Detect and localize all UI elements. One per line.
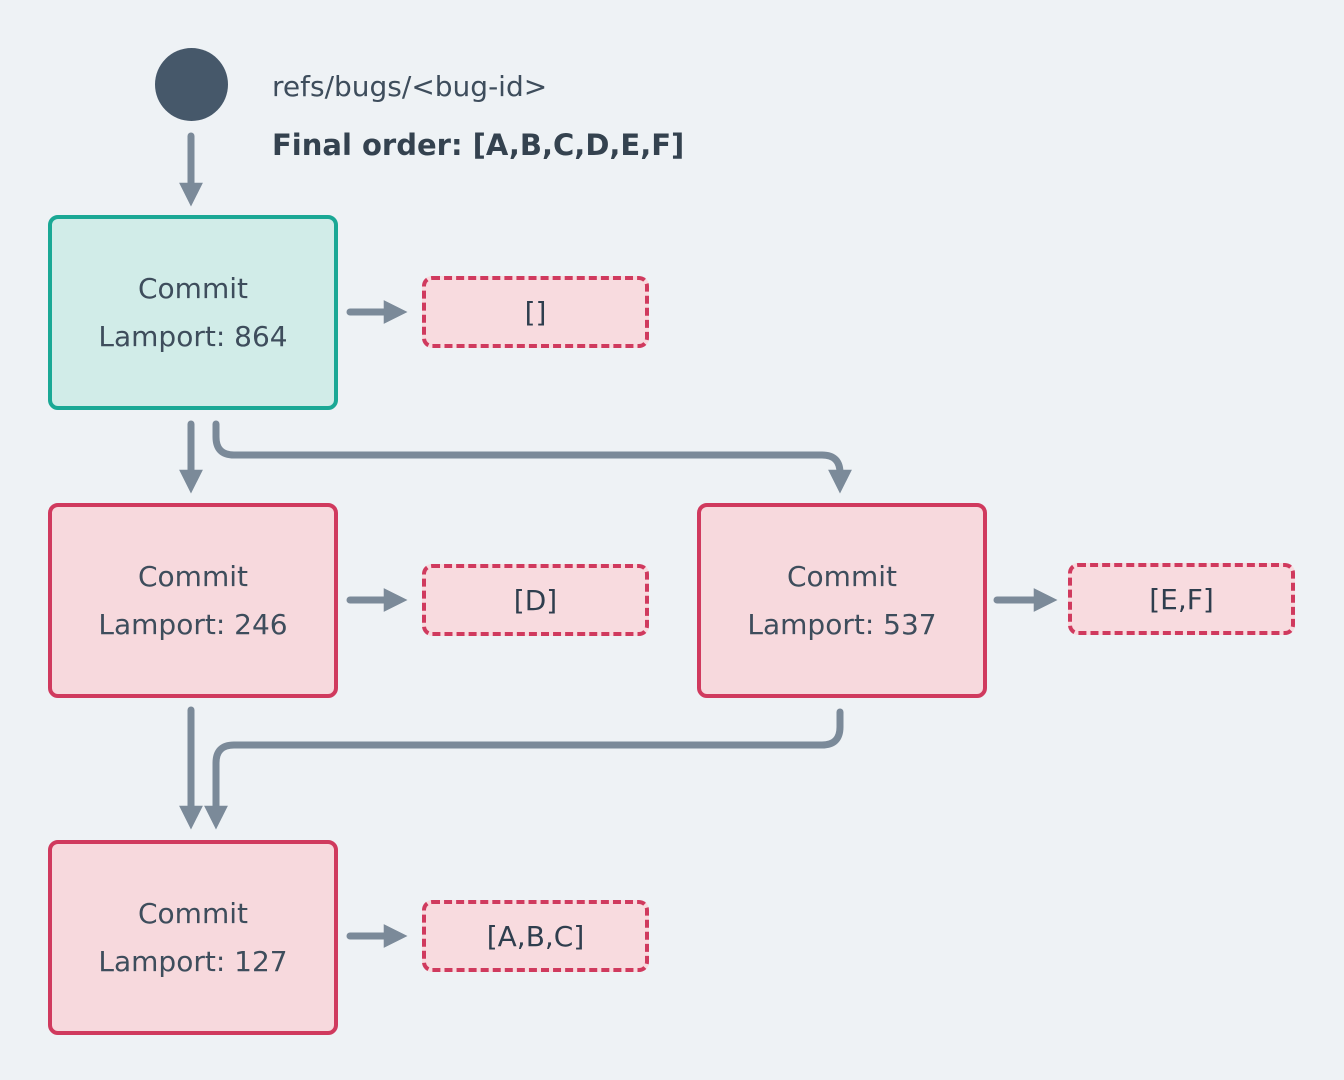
commit-lamport: Lamport: 864 [98, 319, 288, 353]
set-box-864: [] [422, 276, 649, 348]
commit-lamport: Lamport: 537 [747, 607, 937, 641]
set-box-127: [A,B,C] [422, 900, 649, 972]
commit-node-246: Commit Lamport: 246 [48, 503, 338, 698]
branch-ref-label: refs/bugs/<bug-id> [272, 70, 548, 103]
commit-node-127: Commit Lamport: 127 [48, 840, 338, 1035]
commit-title: Commit [138, 896, 248, 930]
commit-node-864: Commit Lamport: 864 [48, 215, 338, 410]
commit-title: Commit [138, 559, 248, 593]
arrow-commit-864-to-commit-537 [212, 420, 852, 494]
commit-node-537: Commit Lamport: 537 [697, 503, 987, 698]
commit-title: Commit [138, 271, 248, 305]
set-box-537: [E,F] [1068, 563, 1295, 635]
commit-lamport: Lamport: 127 [98, 944, 288, 978]
commit-title: Commit [787, 559, 897, 593]
commit-lamport: Lamport: 246 [98, 607, 288, 641]
final-order-label: Final order: [A,B,C,D,E,F] [272, 128, 685, 162]
arrow-commit-537-to-commit-127 [204, 708, 844, 830]
set-box-246: [D] [422, 564, 649, 636]
branch-ref-node [155, 48, 228, 121]
